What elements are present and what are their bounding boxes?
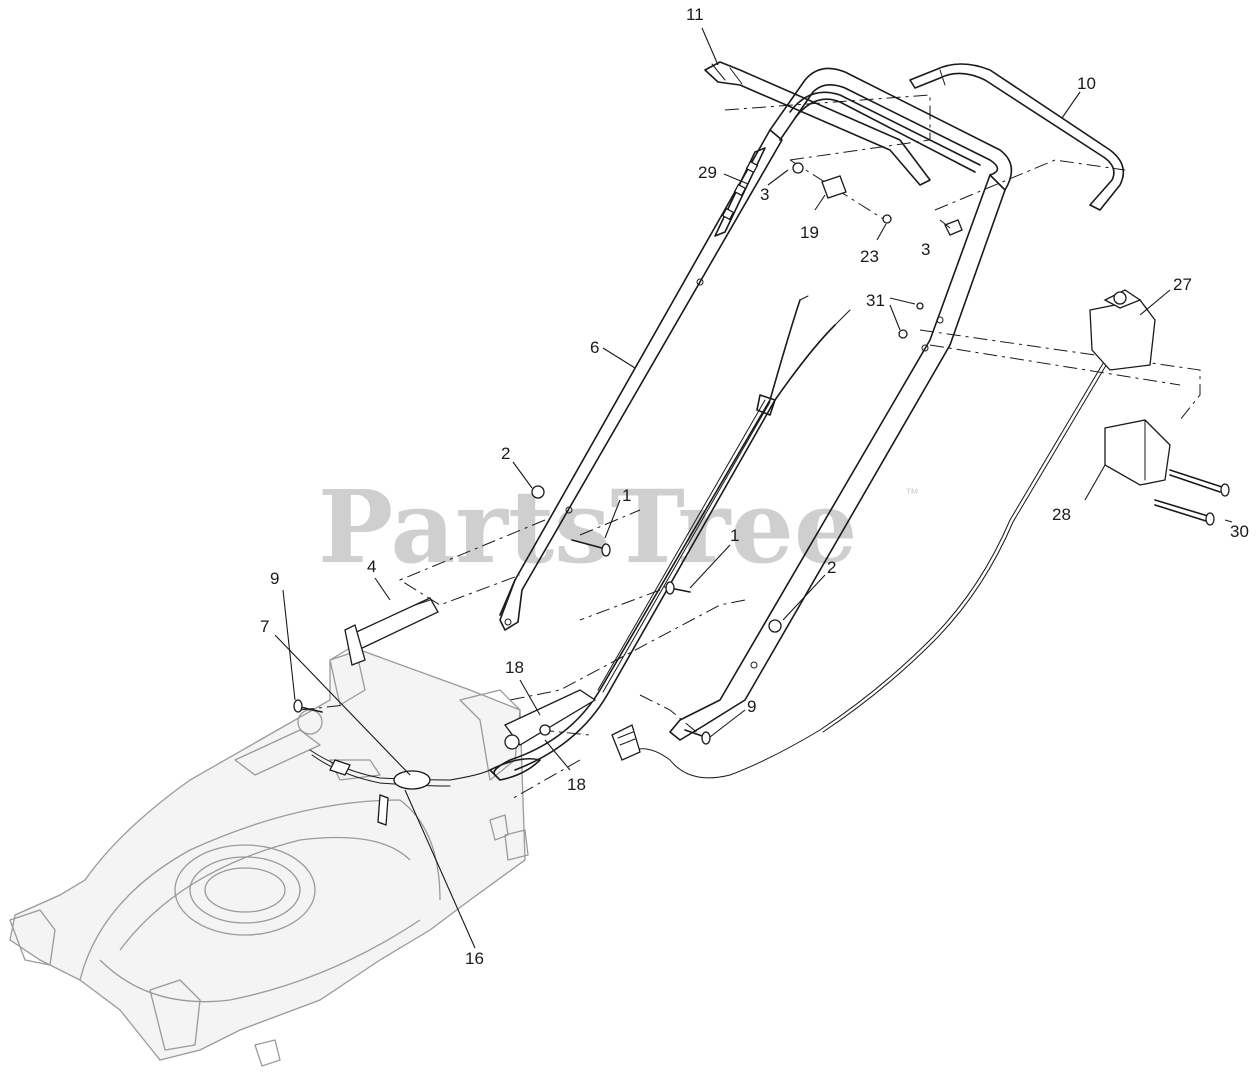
- callout-10: 10: [1077, 74, 1096, 93]
- watermark-trademark: ™: [905, 485, 919, 501]
- control-lever: [704, 61, 931, 186]
- switch-wire: [634, 359, 1109, 779]
- callout-4: 4: [367, 557, 376, 576]
- callout-labels: 11 10 29 3 19 23 3 27 31 6 2 1 1 2 28 30…: [260, 5, 1249, 968]
- lower-handle-left: [499, 129, 783, 631]
- leader-lines: [274, 27, 1233, 949]
- assembly-lines: [299, 94, 1201, 801]
- callout-16: 16: [465, 949, 484, 968]
- callout-2-right: 2: [827, 558, 836, 577]
- watermark-text: PartsTree: [318, 468, 858, 586]
- callout-3-upper: 3: [760, 185, 769, 204]
- callout-31: 31: [866, 291, 885, 310]
- wire-connector: [611, 724, 641, 761]
- callout-11: 11: [686, 5, 704, 24]
- callout-29: 29: [698, 163, 717, 182]
- callout-7: 7: [260, 617, 269, 636]
- callout-2-left: 2: [501, 444, 510, 463]
- callout-30: 30: [1230, 522, 1249, 541]
- callout-27: 27: [1173, 275, 1192, 294]
- partstree-watermark: PartsTree ™: [318, 468, 919, 586]
- mower-deck: [9, 644, 529, 1067]
- bail-bar: [909, 63, 1125, 211]
- callout-1-right: 1: [730, 526, 739, 545]
- upper-handle: [769, 67, 1013, 191]
- callout-1-left: 1: [622, 486, 631, 505]
- callout-6: 6: [590, 338, 599, 357]
- lower-handle-right: [669, 174, 1006, 741]
- callout-3-right: 3: [921, 240, 930, 259]
- safety-switch: [1089, 289, 1156, 371]
- callout-23: 23: [860, 247, 879, 266]
- switch-bracket: [1104, 419, 1171, 486]
- callout-18-upper: 18: [505, 658, 524, 677]
- callout-18-lower: 18: [567, 775, 586, 794]
- callout-9-left: 9: [270, 569, 279, 588]
- callout-19: 19: [800, 223, 819, 242]
- callout-28: 28: [1052, 505, 1071, 524]
- control-cable: [309, 749, 491, 826]
- bolts-30: [1154, 469, 1230, 526]
- label-plate: [714, 147, 766, 237]
- fasteners: [293, 162, 963, 745]
- bracket-4: [344, 597, 439, 666]
- pivot-bracket-18: [489, 689, 597, 781]
- callout-9-right: 9: [747, 697, 756, 716]
